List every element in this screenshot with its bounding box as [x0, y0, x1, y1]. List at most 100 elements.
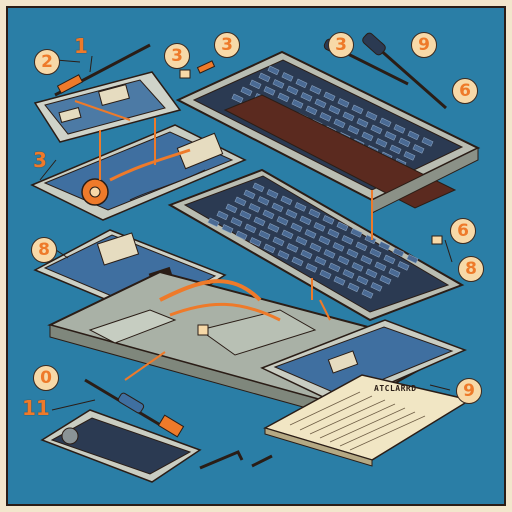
- keycap: [407, 130, 420, 141]
- keycap: [351, 262, 364, 272]
- keycap: [346, 248, 359, 259]
- keycap: [243, 189, 256, 200]
- keycap: [341, 235, 354, 245]
- keycap: [333, 276, 346, 286]
- keycap: [370, 124, 383, 135]
- keycap: [299, 215, 312, 226]
- keycap: [397, 261, 410, 271]
- keycap: [322, 215, 335, 225]
- keycap: [230, 217, 243, 227]
- keycap: [277, 92, 290, 103]
- keycap: [309, 242, 322, 253]
- callout-number: 8: [458, 256, 484, 282]
- keycap: [266, 189, 279, 199]
- keycap: [272, 236, 285, 247]
- callout-number: 9: [456, 378, 482, 404]
- keycap: [374, 261, 387, 272]
- keycap: [309, 85, 322, 95]
- keycap: [347, 282, 360, 293]
- keycap: [356, 118, 369, 128]
- keycap: [412, 144, 425, 154]
- keycap: [300, 249, 313, 260]
- callout-number: 3: [164, 43, 190, 69]
- keycap: [347, 125, 360, 135]
- keycap: [263, 243, 276, 254]
- keycap: [291, 99, 304, 109]
- keycap: [356, 275, 369, 286]
- keycap: [332, 242, 345, 252]
- keycap: [308, 208, 321, 219]
- keycap: [378, 241, 391, 251]
- keycap: [318, 235, 331, 246]
- callout-number: 1: [74, 34, 88, 58]
- keycap: [379, 117, 392, 128]
- keycap: [369, 248, 382, 258]
- keycap: [361, 289, 374, 299]
- manual-document: [263, 374, 472, 467]
- keycap: [389, 144, 402, 155]
- callout-number: 3: [328, 32, 354, 58]
- keycap: [406, 254, 419, 264]
- keycap: [319, 112, 332, 122]
- keycap: [342, 269, 355, 279]
- middle-left-board: [30, 124, 247, 221]
- callout-number: 6: [452, 78, 478, 104]
- keycap: [361, 131, 374, 142]
- keycap: [281, 72, 294, 82]
- keycap: [252, 182, 265, 193]
- keycap: [221, 224, 234, 234]
- keycap: [267, 65, 280, 76]
- keycap: [290, 222, 303, 233]
- keycap: [249, 237, 262, 247]
- drive-unit: [40, 409, 202, 483]
- keycap: [319, 269, 332, 280]
- callout-number: 3: [214, 32, 240, 58]
- screwdriver-icon: [362, 32, 447, 110]
- keycap: [253, 216, 266, 227]
- keycap: [327, 228, 340, 239]
- keycap: [336, 221, 349, 232]
- keycap: [323, 249, 336, 259]
- keycap: [323, 91, 336, 102]
- keycap: [300, 92, 313, 102]
- callout-number: 6: [450, 218, 476, 244]
- keycap: [305, 105, 318, 116]
- keycap: [305, 263, 318, 273]
- keycap: [216, 210, 229, 221]
- keycap: [294, 202, 307, 212]
- keycap: [262, 209, 275, 220]
- keycap: [295, 236, 308, 246]
- keycap: [328, 262, 341, 273]
- keyboard-middle: [167, 168, 465, 322]
- keycap: [393, 124, 406, 134]
- keycap: [342, 111, 355, 122]
- keycap: [383, 254, 396, 265]
- keycap: [313, 222, 326, 232]
- keycap: [244, 223, 257, 234]
- keycap: [285, 209, 298, 219]
- screw-icon: [179, 60, 443, 245]
- keycap: [235, 230, 248, 241]
- keycap: [257, 196, 270, 206]
- callout-number: 3: [33, 148, 47, 172]
- assembly-guides: [99, 118, 373, 381]
- keycap: [337, 255, 350, 266]
- upper-left-tool: [54, 43, 151, 97]
- keycap: [392, 247, 405, 258]
- callout-number: 2: [34, 49, 60, 75]
- keycap: [365, 268, 378, 279]
- keycap: [333, 118, 346, 129]
- keycap: [337, 98, 350, 108]
- keycap: [355, 241, 368, 252]
- keycap: [295, 78, 308, 89]
- manual-title: ATCLARRD: [374, 384, 417, 393]
- keycap: [272, 79, 285, 89]
- keycap: [258, 230, 271, 240]
- lower-right-board: [260, 319, 467, 406]
- keycap: [388, 268, 401, 278]
- callout-number: 11: [22, 396, 50, 420]
- keycap: [398, 137, 411, 148]
- allen-key-icon: [199, 450, 273, 470]
